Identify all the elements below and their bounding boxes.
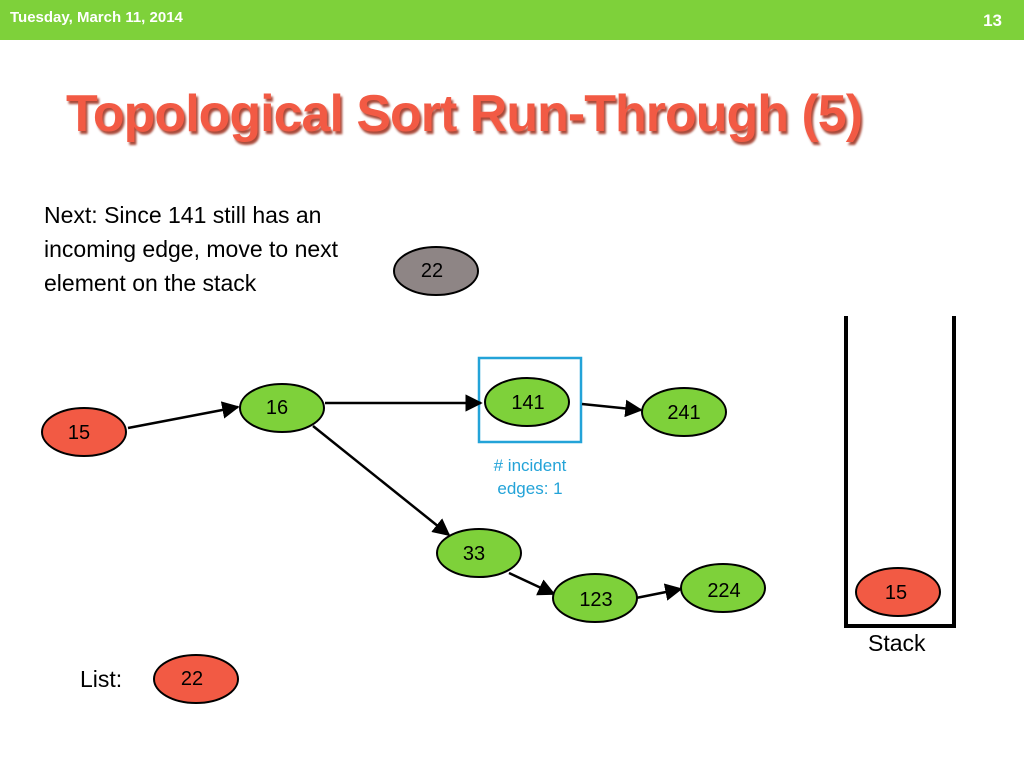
stack-container (844, 316, 956, 628)
stack-label: Stack (868, 630, 926, 656)
node-123: 123 (552, 573, 638, 623)
node-141: 141 (484, 377, 570, 427)
slide-number: 13 (983, 11, 1002, 30)
node-33: 33 (436, 528, 522, 578)
svg-text:141: 141 (511, 392, 544, 414)
edge-123-224 (635, 583, 683, 601)
svg-text:33: 33 (463, 543, 485, 565)
node-22-removed: 22 (393, 246, 479, 296)
edge-15-16 (127, 401, 240, 430)
slide-date: Tuesday, March 11, 2014 (10, 9, 183, 26)
svg-text:123: 123 (579, 589, 612, 611)
description-text: Next: Since 141 still has an incoming ed… (44, 202, 339, 296)
header-bar: Tuesday, March 11, 2014 13 (0, 0, 1024, 40)
svg-text:22: 22 (181, 668, 203, 690)
edge-16-33 (312, 425, 451, 537)
svg-text:15: 15 (885, 582, 907, 604)
svg-text:241: 241 (667, 402, 700, 424)
incident-edges-annotation: # incident edges: 1 (493, 456, 567, 498)
list-label: List: (80, 666, 123, 692)
node-15: 15 (41, 407, 127, 457)
svg-text:15: 15 (68, 422, 90, 444)
svg-text:16: 16 (266, 397, 288, 419)
node-224: 224 (680, 563, 766, 613)
stack-item-15: 15 (855, 567, 941, 617)
node-16: 16 (239, 383, 325, 433)
svg-text:224: 224 (707, 580, 740, 602)
list-item-22: 22 (153, 654, 239, 704)
svg-text:22: 22 (421, 260, 443, 282)
edge-33-123 (508, 571, 556, 596)
node-241: 241 (641, 387, 727, 437)
slide-title: Topological Sort Run-Through (5) (66, 85, 863, 143)
edge-141-241 (581, 399, 643, 418)
